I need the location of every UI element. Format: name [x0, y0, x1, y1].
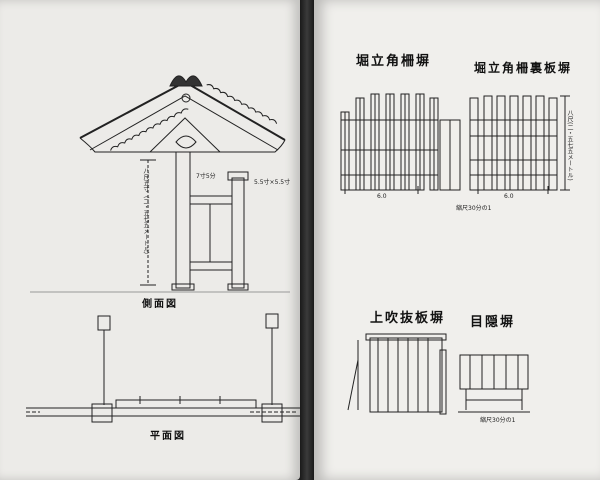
- dim-post-label: 7寸5分: [196, 173, 216, 180]
- plan-view-drawing: [26, 313, 300, 423]
- gate-post-drawing: [30, 151, 290, 293]
- fence3-drawing: [347, 333, 447, 415]
- fence2-width-label: 6.0: [504, 193, 514, 200]
- fence4-title: 目隠塀: [470, 315, 516, 330]
- fence4-drawing: [458, 354, 530, 413]
- height-dimension-label: 八尺五寸（二・五七五メートル）: [142, 168, 149, 258]
- fence2-drawing: [469, 95, 570, 194]
- fence2-title: 堀立角柵裏板塀: [474, 61, 573, 75]
- scale-note-bottom: 縮尺30分の1: [480, 417, 516, 424]
- fence1-width-label: 6.0: [377, 193, 387, 200]
- fence1-drawing: [340, 93, 461, 194]
- fence3-title: 上吹抜板塀: [370, 311, 446, 326]
- plan-view-title: 平面図: [150, 431, 186, 442]
- dim-small-post-label: 5.5寸×5.5寸: [254, 179, 291, 186]
- fence2-side-label: 八尺(二・五七五メートル): [566, 110, 573, 181]
- book-gutter: [300, 0, 314, 480]
- side-view-title: 側面図: [142, 299, 178, 310]
- fence1-title: 堀立角柵塀: [356, 54, 432, 69]
- right-page: [314, 0, 600, 480]
- scale-note-top: 縮尺30分の1: [456, 205, 492, 212]
